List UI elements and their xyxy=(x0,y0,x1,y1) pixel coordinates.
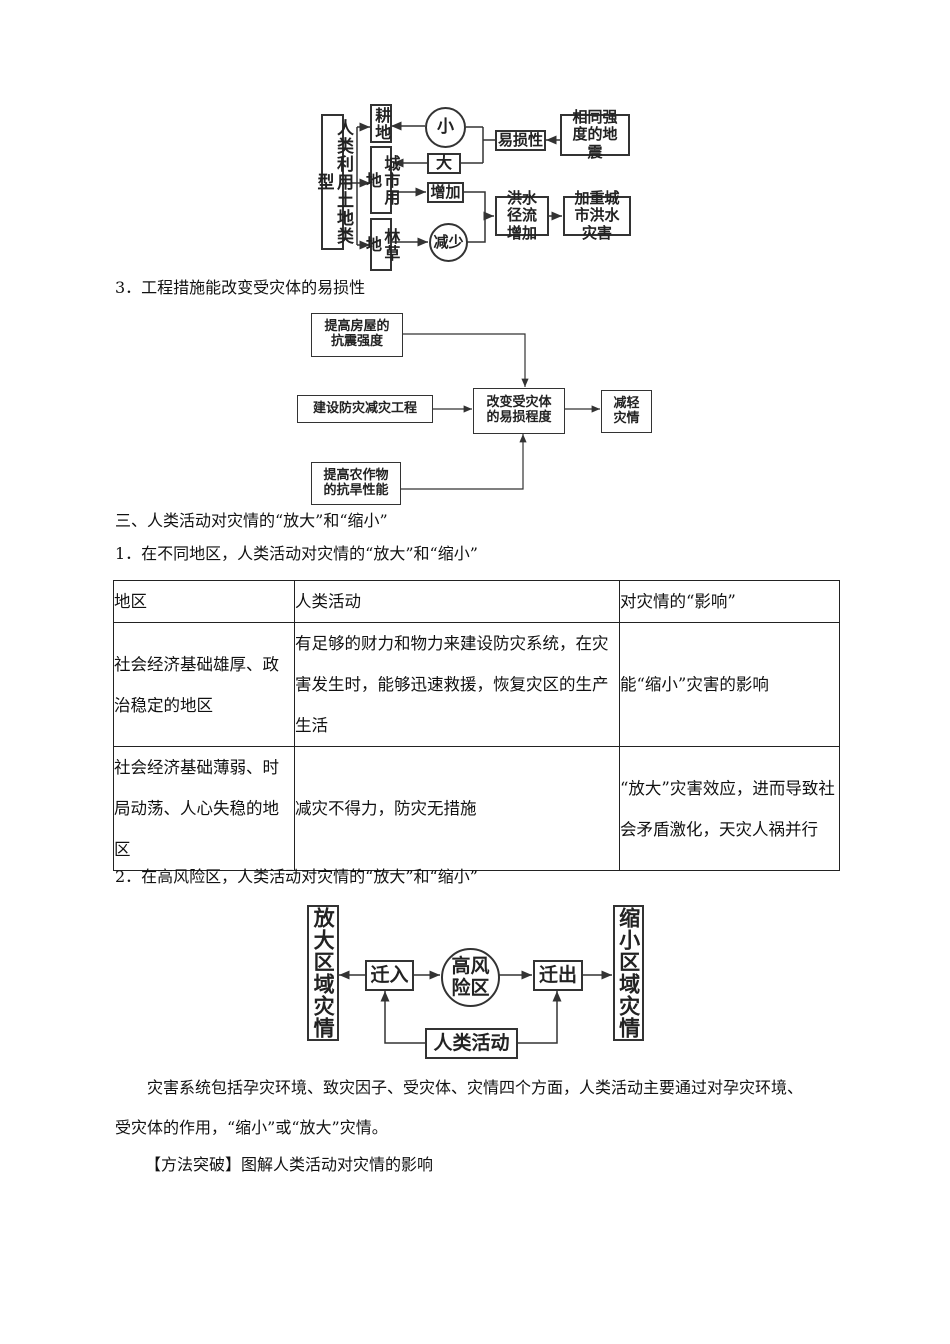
disaster-project-box: 建设防灾减灾工程 xyxy=(297,395,433,423)
farmland-box: 耕地 xyxy=(370,104,392,143)
reduce-disaster-box: 减轻灾情 xyxy=(601,390,652,433)
subheading-regions: 1．在不同地区，人类活动对灾情的“放大”和“缩小” xyxy=(115,544,478,563)
cell-activity: 有足够的财力和物力来建设防灾系统，在灾害发生时，能够迅速救援，恢复灾区的生产生活 xyxy=(294,622,620,747)
crop-drought-box: 提高农作物的抗旱性能 xyxy=(311,462,401,505)
move-out-box: 迁出 xyxy=(533,960,583,991)
increase-box: 增加 xyxy=(427,182,464,203)
change-vulnerability-box: 改变受灾体的易损程度 xyxy=(473,388,565,434)
cell-region: 社会经济基础薄弱、时局动荡、人心失稳的地区 xyxy=(113,746,295,871)
table-row: 社会经济基础雄厚、政治稳定的地区 有足够的财力和物力来建设防灾系统，在灾害发生时… xyxy=(113,622,840,747)
section-heading: 三、人类活动对灾情的“放大”和“缩小” xyxy=(115,511,388,530)
table-row: 社会经济基础薄弱、时局动荡、人心失稳的地区 减灾不得力，防灾无措施 “放大”灾害… xyxy=(113,746,840,871)
paragraph-line-2: 受灾体的作用，“缩小”或“放大”灾情。 xyxy=(115,1118,388,1137)
large-box: 大 xyxy=(427,153,461,174)
human-activity-box: 人类活动 xyxy=(425,1028,518,1059)
high-risk-area-circle: 高风险区 xyxy=(441,948,500,1007)
method-heading: 【方法突破】图解人类活动对灾情的影响 xyxy=(145,1155,434,1174)
cell-impact: 能“缩小”灾害的影响 xyxy=(619,622,840,747)
amplify-disaster-box: 放大区域灾情 xyxy=(307,905,339,1041)
paragraph-line-1: 灾害系统包括孕灾环境、致灾因子、受灾体、灾情四个方面，人类活动主要通过对孕灾环境… xyxy=(147,1078,804,1097)
cell-impact: “放大”灾害效应，进而导致社会矛盾激化，天灾人祸并行 xyxy=(619,746,840,871)
regions-table: 地区 人类活动 对灾情的“影响” 社会经济基础雄厚、政治稳定的地区 有足够的财力… xyxy=(113,580,840,871)
house-quake-resistance-box: 提高房屋的抗震强度 xyxy=(311,313,403,357)
cell-activity: 减灾不得力，防灾无措施 xyxy=(294,746,620,871)
heading-engineering: 3．工程措施能改变受灾体的易损性 xyxy=(115,278,366,297)
cell-region: 社会经济基础雄厚、政治稳定的地区 xyxy=(113,622,295,747)
small-circle: 小 xyxy=(425,107,466,148)
flood-runoff-box: 洪水径流增加 xyxy=(495,190,549,241)
move-in-box: 迁入 xyxy=(365,960,414,991)
shrink-disaster-box: 缩小区域灾情 xyxy=(613,905,644,1041)
same-intensity-quake-box: 相同强度的地震 xyxy=(560,109,630,160)
subheading-high-risk: 2．在高风险区，人类活动对灾情的“放大”和“缩小” xyxy=(115,867,478,886)
decrease-circle: 减少 xyxy=(429,223,468,262)
vulnerability-box: 易损性 xyxy=(495,130,546,151)
